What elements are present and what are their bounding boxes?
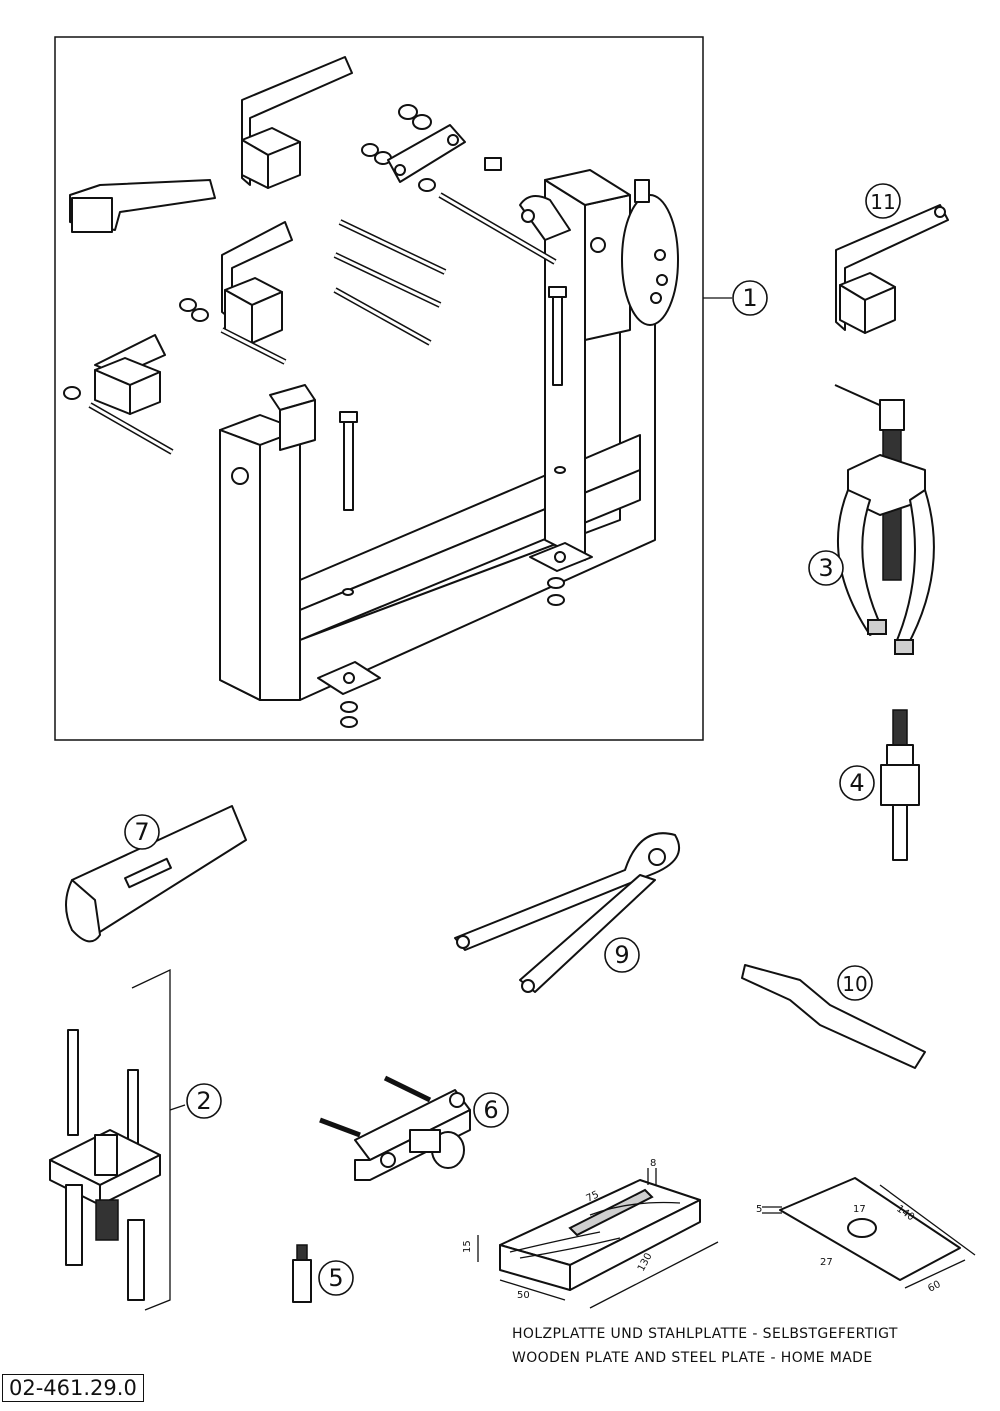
pin-wrench-illustration: [454, 832, 681, 993]
engine-stand-illustration: [63, 56, 679, 728]
svg-text:3: 3: [818, 554, 833, 582]
dim-plate-hole: 17: [853, 1204, 866, 1215]
callout-7: 7: [124, 814, 160, 850]
svg-text:1: 1: [742, 284, 757, 312]
svg-text:6: 6: [483, 1096, 498, 1124]
crankcase-tool-illustration: [49, 968, 186, 1311]
hook-wrench-illustration: [65, 805, 247, 943]
callout-1: 1: [732, 280, 768, 316]
dim-plate-thickness: 5: [756, 1204, 762, 1215]
dim-plate-offset: 27: [820, 1257, 833, 1268]
dim-wood-depth: 50: [517, 1290, 530, 1301]
callout-4: 4: [839, 765, 875, 801]
dim-wood-inner: 75: [585, 1189, 601, 1204]
dim-wood-thickness: 15: [462, 1240, 473, 1253]
adhesive-tube-illustration: [292, 1244, 312, 1303]
callout-11: 11: [865, 183, 901, 219]
svg-text:2: 2: [196, 1087, 211, 1115]
wooden-plate-illustration: 8 75 15 130 50: [462, 1158, 719, 1309]
callout-3: 3: [808, 550, 844, 586]
dim-wood-width: 8: [650, 1158, 656, 1169]
puller-bar-illustration: [319, 1075, 471, 1181]
svg-text:5: 5: [328, 1264, 343, 1292]
flat-tool-illustration: [741, 964, 926, 1069]
item-1-frame: [54, 36, 704, 741]
callout-10: 10: [837, 965, 873, 1001]
bracket-illustration: [835, 204, 949, 334]
dim-plate-width: 60: [926, 1279, 942, 1295]
callout-9: 9: [604, 937, 640, 973]
caption-line-english: WOODEN PLATE AND STEEL PLATE - HOME MADE: [512, 1350, 873, 1366]
callout-5: 5: [318, 1260, 354, 1296]
document-number: 02-461.29.0: [2, 1374, 144, 1402]
slide-hammer-illustration: [880, 709, 920, 861]
callout-2: 2: [186, 1083, 222, 1119]
svg-text:4: 4: [849, 769, 864, 797]
callout-6: 6: [473, 1092, 509, 1128]
steel-plate-illustration: 5 17 140 27 60: [756, 1177, 976, 1295]
svg-text:9: 9: [614, 941, 629, 969]
svg-text:11: 11: [870, 190, 895, 214]
puller-illustration: [834, 384, 935, 655]
caption-line-german: HOLZPLATTE UND STAHLPLATTE - SELBSTGEFER…: [512, 1326, 898, 1342]
svg-text:10: 10: [842, 972, 867, 996]
svg-text:7: 7: [134, 818, 149, 846]
